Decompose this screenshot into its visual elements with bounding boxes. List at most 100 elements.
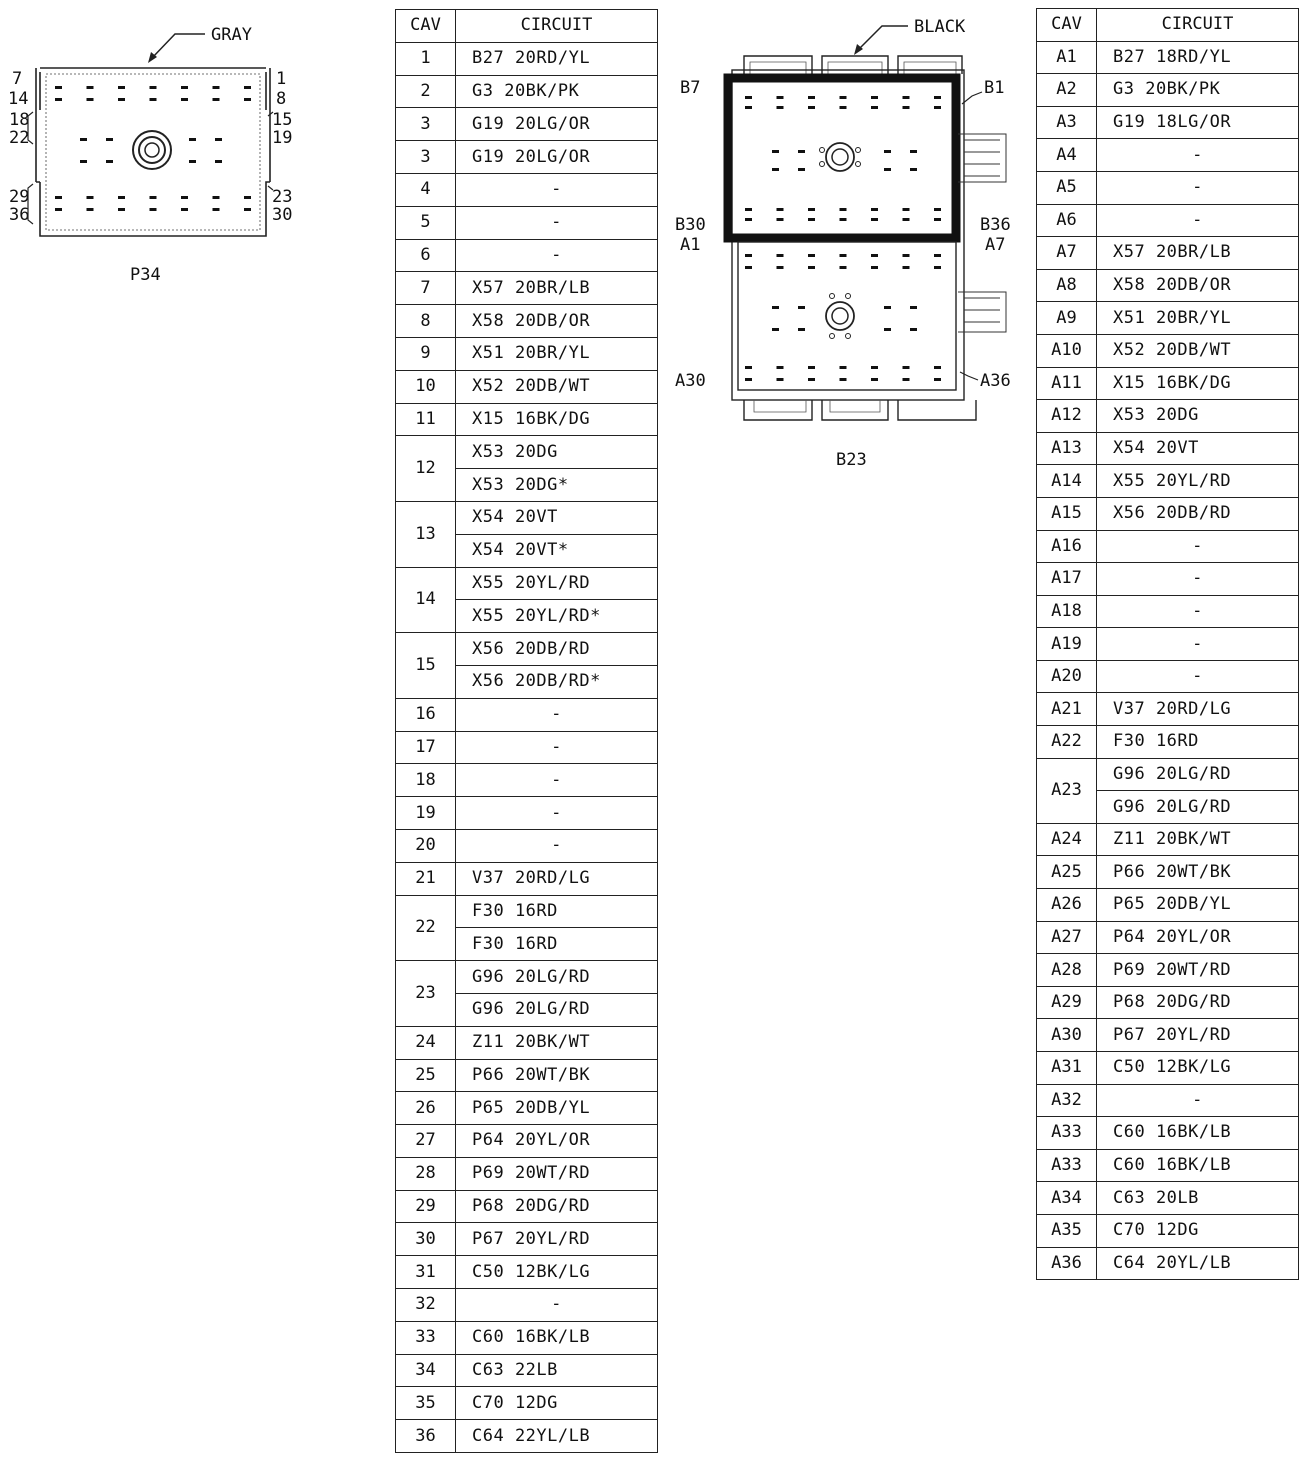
circuit-cell: X55 20YL/RD* bbox=[455, 599, 658, 634]
p34-connector: GRAY 7 14 1 8 18 22 15 19 29 36 23 30 P3… bbox=[8, 25, 292, 285]
terminal-pin bbox=[934, 218, 941, 221]
circuit-cell: G96 20LG/RD bbox=[1096, 790, 1299, 824]
circuit-cell: P65 20DB/YL bbox=[455, 1091, 658, 1126]
cav-cell: 27 bbox=[395, 1124, 456, 1158]
cav-cell: A36 bbox=[1036, 1246, 1097, 1281]
cav-cell: A13 bbox=[1036, 431, 1097, 466]
circuit-cell: X55 20YL/RD bbox=[1096, 464, 1299, 498]
terminal-pin bbox=[798, 328, 805, 331]
terminal-pin bbox=[745, 96, 752, 99]
terminal-pin bbox=[772, 328, 779, 331]
cav-cell: A7 bbox=[1036, 236, 1097, 270]
terminal-pin bbox=[776, 106, 784, 109]
cav-cell: A25 bbox=[1036, 855, 1097, 890]
b23-pin-rows bbox=[745, 96, 941, 381]
p34-pin-label: 19 bbox=[272, 128, 292, 148]
cav-cell: A2 bbox=[1036, 73, 1097, 107]
terminal-pin bbox=[808, 378, 815, 381]
cav-cell: A33 bbox=[1036, 1116, 1097, 1150]
p34-pin-label: 22 bbox=[9, 128, 29, 148]
terminal-pin bbox=[776, 208, 784, 211]
terminal-pin bbox=[86, 196, 94, 199]
p34-pin-label: 1 bbox=[276, 69, 286, 89]
terminal-pin bbox=[745, 218, 752, 221]
cav-cell: 12 bbox=[395, 435, 456, 502]
cav-cell: 10 bbox=[395, 369, 456, 404]
terminal-pin bbox=[745, 266, 752, 269]
b23-connector: BLACK B7 B1 B30 A1 B36 A7 A30 A36 B23 bbox=[675, 17, 1011, 470]
circuit-cell: X55 20YL/RD bbox=[455, 566, 658, 601]
terminal-pin bbox=[181, 196, 188, 199]
cav-cell: 32 bbox=[395, 1288, 456, 1322]
circuit-cell: P64 20YL/OR bbox=[1096, 920, 1299, 955]
terminal-pin bbox=[106, 160, 113, 163]
p34-connector-name: P34 bbox=[130, 265, 161, 285]
terminal-pin bbox=[776, 96, 784, 99]
terminal-pin bbox=[181, 208, 188, 211]
table-row: 4- bbox=[395, 172, 658, 207]
terminal-pin bbox=[118, 196, 125, 199]
b23-pin-label: B36 bbox=[980, 215, 1011, 235]
terminal-pin bbox=[902, 208, 910, 211]
circuit-cell: G96 20LG/RD bbox=[455, 992, 658, 1027]
cav-cell: 30 bbox=[395, 1222, 456, 1257]
terminal-pin bbox=[215, 160, 222, 163]
terminal-pin bbox=[808, 208, 815, 211]
terminal-pin bbox=[808, 366, 815, 369]
cav-cell: 16 bbox=[395, 697, 456, 732]
b23-lower-bolt-icon bbox=[825, 293, 855, 339]
terminal-pin bbox=[934, 366, 941, 369]
circuit-cell: - bbox=[455, 238, 658, 273]
circuit-cell: X54 20VT bbox=[1096, 431, 1299, 466]
circuit-cell: X52 20DB/WT bbox=[1096, 333, 1299, 368]
p34-top-pin-row bbox=[55, 86, 251, 101]
circuit-cell: X51 20BR/YL bbox=[455, 336, 658, 371]
terminal-pin bbox=[910, 168, 917, 171]
circuit-cell: C50 12BK/LG bbox=[1096, 1051, 1299, 1085]
cav-cell: 20 bbox=[395, 828, 456, 863]
circuit-cell: C64 22YL/LB bbox=[455, 1419, 658, 1454]
circuit-cell: F30 16RD bbox=[455, 894, 658, 929]
circuit-cell: G19 20LG/OR bbox=[455, 140, 658, 174]
circuit-cell: G96 20LG/RD bbox=[455, 960, 658, 994]
terminal-pin bbox=[118, 98, 125, 101]
terminal-pin bbox=[871, 96, 878, 99]
cav-cell: 29 bbox=[395, 1189, 456, 1224]
terminal-pin bbox=[772, 306, 779, 309]
terminal-pin bbox=[871, 266, 878, 269]
circuit-cell: X53 20DG bbox=[1096, 399, 1299, 433]
terminal-pin bbox=[181, 98, 188, 101]
terminal-pin bbox=[745, 208, 752, 211]
table-row: G96 20LG/RD bbox=[1037, 790, 1299, 824]
terminal-pin bbox=[118, 86, 125, 89]
table-row: A32- bbox=[1036, 1083, 1299, 1118]
cav-cell: 6 bbox=[395, 238, 456, 273]
cav-cell: 35 bbox=[395, 1386, 456, 1421]
circuit-cell: X54 20VT bbox=[455, 500, 658, 535]
p34-middle-pins bbox=[80, 138, 222, 163]
terminal-pin bbox=[118, 208, 125, 211]
b23-pin-label: A7 bbox=[985, 235, 1005, 255]
cav-cell: 36 bbox=[395, 1419, 456, 1454]
cav-cell: 34 bbox=[395, 1353, 456, 1388]
terminal-pin bbox=[871, 106, 878, 109]
circuit-cell: V37 20RD/LG bbox=[455, 861, 658, 896]
